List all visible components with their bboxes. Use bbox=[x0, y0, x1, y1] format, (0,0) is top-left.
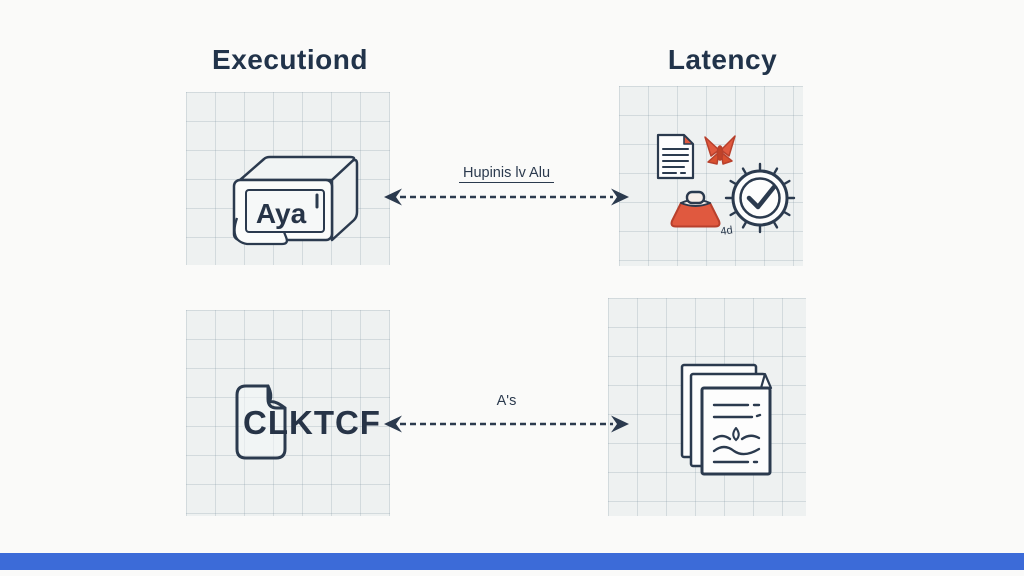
stacked-documents-icon bbox=[672, 358, 782, 480]
checkmark-icon bbox=[746, 184, 777, 210]
double-arrow-icon bbox=[384, 188, 629, 206]
top-arrow-label: Hupinis lv Alu bbox=[458, 165, 555, 183]
verified-badge-icon bbox=[724, 162, 796, 234]
file-label: CLKTCF bbox=[243, 404, 381, 441]
origami-butterfly-icon bbox=[704, 135, 736, 165]
latency-icon-cluster: 4d bbox=[640, 125, 810, 247]
file-document-icon bbox=[228, 378, 300, 470]
column-header-right: Latency bbox=[667, 44, 778, 75]
bottom-arrow-label: A's bbox=[496, 393, 517, 409]
bottom-connector: A's bbox=[383, 392, 630, 435]
footer-accent-bar bbox=[0, 553, 1024, 570]
bell-bag-icon bbox=[670, 190, 721, 228]
box-label: Aya bbox=[256, 198, 307, 229]
column-header-left: Executiond bbox=[212, 44, 368, 75]
double-arrow-icon bbox=[384, 415, 629, 433]
top-connector: Hupinis lv Alu bbox=[383, 164, 630, 208]
grid-panel-bottom-right bbox=[608, 298, 806, 516]
3d-box-icon: Aya bbox=[226, 150, 368, 252]
grid-panel-bottom-left bbox=[186, 310, 390, 516]
document-icon bbox=[656, 133, 695, 180]
badge-scribble: 4d bbox=[720, 224, 734, 238]
